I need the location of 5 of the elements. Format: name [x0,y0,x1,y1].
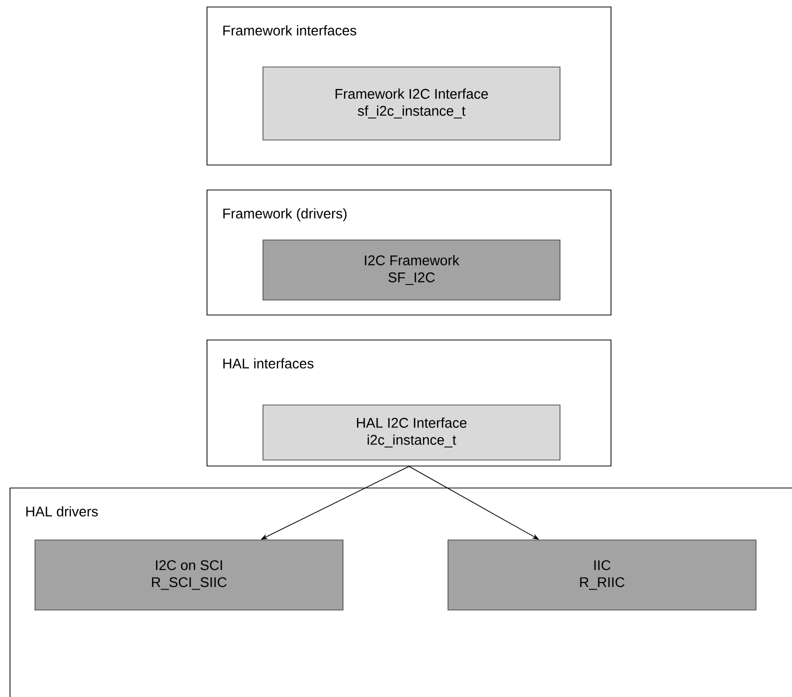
component-box: I2C Framework SF_I2C [262,240,560,300]
component-box: I2C on SCI R_SCI_SIIC [34,540,344,610]
component-box: IIC R_RIIC [448,540,756,610]
component-box: HAL I2C Interface i2c_instance_t [262,404,560,460]
component-box: Framework I2C Interface sf_i2c_instance_t [262,66,560,140]
